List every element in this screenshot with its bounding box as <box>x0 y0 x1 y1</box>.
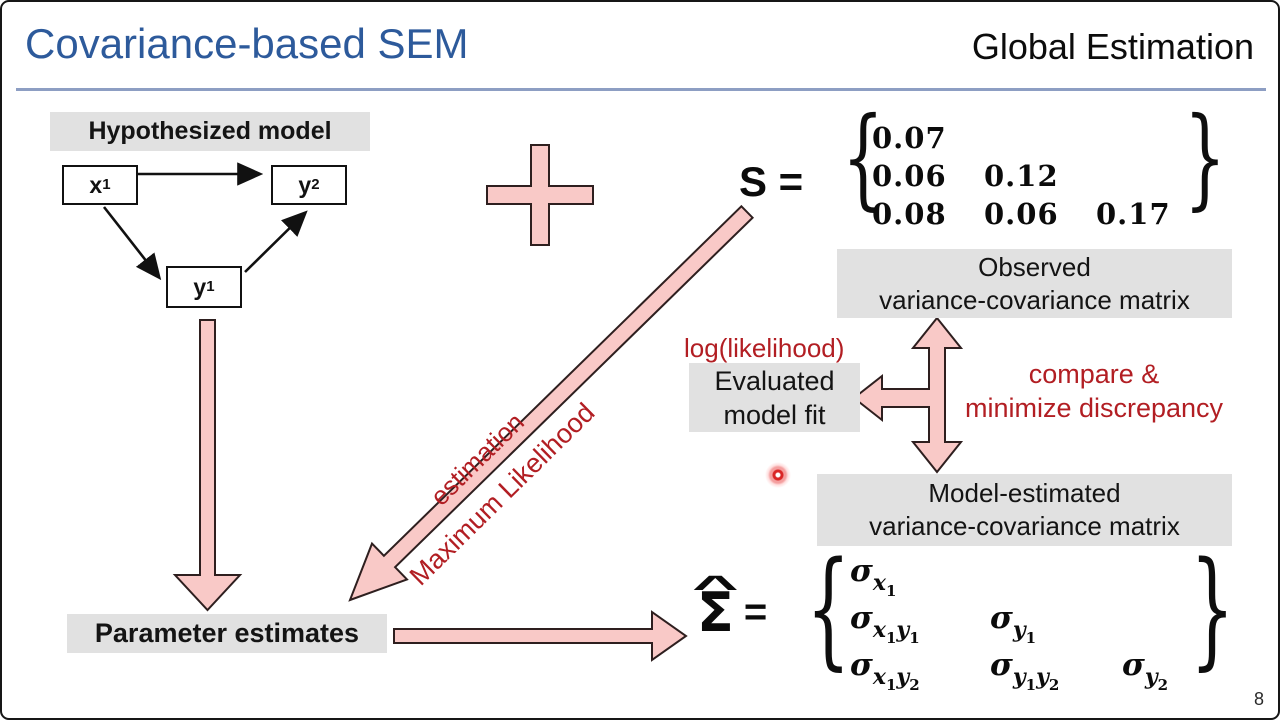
s-cell-21: 0.06 <box>872 159 947 193</box>
evaluated-fit-line2: model fit <box>723 399 826 430</box>
sigma-symbol: Σ <box>697 581 734 644</box>
sigma-matrix-open-brace: { <box>806 534 851 682</box>
sigma-cell-32: σy1y2 <box>990 647 1060 694</box>
title-divider <box>16 88 1266 91</box>
s-matrix-open-brace: { <box>842 93 884 221</box>
arrow-compare-icon <box>852 316 964 474</box>
s-matrix: 0.07 0.06 0.12 0.08 0.06 0.17 <box>872 121 1208 235</box>
sigma-matrix: σx1 σx1y1 σy1 σx1y2 σy1y2 σy2 <box>850 553 1242 694</box>
laser-pointer-dot <box>764 461 792 489</box>
sigma-cell-21: σx1y1 <box>850 600 920 647</box>
evaluated-model-fit-box: Evaluated model fit <box>689 363 860 432</box>
parameter-estimates-box: Parameter estimates <box>67 614 387 653</box>
s-cell-33: 0.17 <box>1096 197 1171 231</box>
node-y1-label: y <box>193 273 207 300</box>
s-equation: S = <box>739 158 804 205</box>
slide-subtitle: Global Estimation <box>971 26 1254 67</box>
model-estimated-caption: Model-estimated variance-covariance matr… <box>817 474 1232 546</box>
sigma-equals: = <box>743 590 768 634</box>
log-likelihood-label: log(likelihood) <box>684 333 845 363</box>
arrow-model-to-parameters-icon <box>172 319 243 612</box>
evaluated-fit-line1: Evaluated <box>714 365 835 396</box>
s-cell-31: 0.08 <box>872 197 947 231</box>
s-cell-22: 0.12 <box>984 159 1059 193</box>
sigma-cell-31: σx1y2 <box>850 647 920 694</box>
page-number: 8 <box>1253 689 1264 709</box>
sigma-hat-accent: ^ <box>691 569 739 605</box>
sigma-matrix-close-brace: } <box>1190 534 1235 682</box>
observed-matrix-caption: Observed variance-covariance matrix <box>837 249 1232 318</box>
compare-minimize-label: compare & minimize discrepancy <box>954 357 1234 425</box>
s-cell-11: 0.07 <box>872 121 947 155</box>
hypothesized-model-label: Hypothesized model <box>50 112 370 151</box>
slide-title: Covariance-based SEM <box>25 20 469 67</box>
observed-caption-line1: Observed <box>978 251 1091 282</box>
node-y2-label: y <box>298 171 312 198</box>
compare-line1: compare & <box>1028 359 1160 389</box>
plus-icon <box>486 144 594 246</box>
sigma-cell-22: σy1 <box>990 600 1037 647</box>
compare-line2: minimize discrepancy <box>964 393 1224 423</box>
arrow-parameters-to-sigma-icon <box>393 610 688 662</box>
s-cell-32: 0.06 <box>984 197 1059 231</box>
s-matrix-close-brace: } <box>1184 93 1226 221</box>
node-x1-label: x <box>89 171 103 198</box>
sigma-cell-11: σx1 <box>850 553 897 600</box>
model-estimated-line1: Model-estimated <box>928 478 1121 508</box>
model-estimated-line2: variance-covariance matrix <box>869 511 1180 541</box>
arrow-x1-to-y1-icon <box>102 206 162 281</box>
arrow-y1-to-y2-icon <box>244 210 308 273</box>
sigma-cell-33: σy2 <box>1122 647 1169 694</box>
sigma-hat-equation: ^Σ= <box>692 569 768 640</box>
observed-caption-line2: variance-covariance matrix <box>879 284 1190 315</box>
